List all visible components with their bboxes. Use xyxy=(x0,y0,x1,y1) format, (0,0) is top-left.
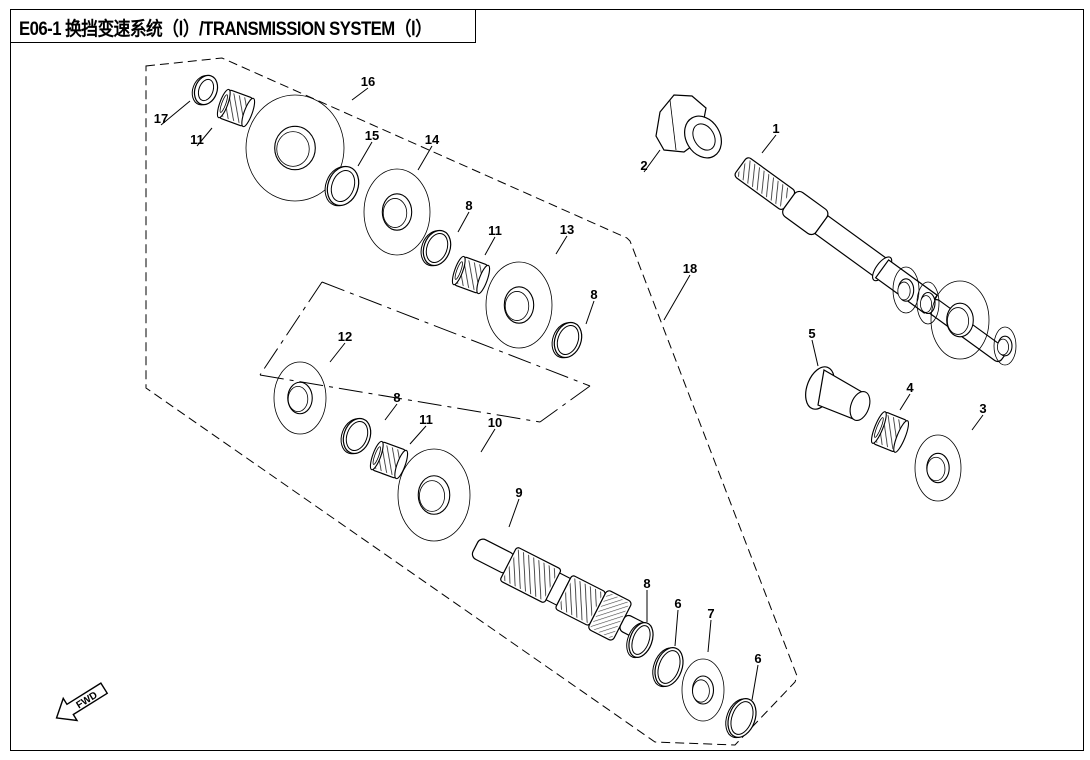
leader-line-6 xyxy=(751,664,759,701)
leader-line-11 xyxy=(196,127,213,147)
circlip-8-left xyxy=(340,417,372,455)
[object Object] xyxy=(364,169,431,256)
callout-15: 15 xyxy=(365,128,379,143)
leader-line-15 xyxy=(357,141,373,167)
subgroup-outline xyxy=(259,281,591,423)
[object Object] xyxy=(994,327,1017,366)
leader-line-17 xyxy=(160,100,191,126)
leader-line-2 xyxy=(643,149,661,173)
[object Object] xyxy=(246,95,345,202)
callout-11: 11 xyxy=(488,223,502,238)
callout-8: 8 xyxy=(590,287,597,302)
callout-1: 1 xyxy=(772,121,779,136)
leader-line-8 xyxy=(384,403,398,421)
leader-line-12 xyxy=(329,342,346,363)
callout-4: 4 xyxy=(906,380,914,395)
snap-ring-6-upper xyxy=(652,647,684,688)
diagram-frame xyxy=(10,9,1084,751)
circlip-8-right xyxy=(551,321,583,359)
circlip-8-upper xyxy=(420,229,452,267)
leader-line-11 xyxy=(409,425,427,445)
circlip-8-shaft xyxy=(626,622,654,659)
callout-12: 12 xyxy=(338,329,352,344)
leader-line-11 xyxy=(484,236,496,256)
[object Object] xyxy=(398,449,471,542)
shaft-9 xyxy=(471,538,647,641)
needle-bearing-4 xyxy=(870,411,910,453)
callout-5: 5 xyxy=(808,326,815,341)
[object Object] xyxy=(486,262,553,349)
leader-line-3 xyxy=(971,414,984,431)
[object Object] xyxy=(915,435,962,502)
callout-8: 8 xyxy=(643,576,650,591)
callout-8: 8 xyxy=(393,390,400,405)
fwd-arrow-icon: FWD xyxy=(55,682,109,722)
[object Object] xyxy=(917,282,940,325)
leader-lines xyxy=(160,87,984,701)
leader-line-10 xyxy=(480,428,496,453)
leader-line-1 xyxy=(761,134,777,154)
kit-boundary-outline xyxy=(145,57,798,746)
leader-line-8 xyxy=(457,211,470,233)
callout-16: 16 xyxy=(361,74,375,89)
leader-line-13 xyxy=(555,235,568,255)
callout-3: 3 xyxy=(979,401,986,416)
leader-line-14 xyxy=(417,145,433,171)
page-title: E06-1 换挡变速系统（Ⅰ）/TRANSMISSION SYSTEM（Ⅰ） xyxy=(19,19,432,40)
[object Object] xyxy=(893,267,920,314)
callout-14: 14 xyxy=(425,132,440,147)
parts-layer xyxy=(188,72,1017,739)
[object Object] xyxy=(274,362,327,435)
[object Object] xyxy=(931,281,990,360)
needle-bearing-11-mid xyxy=(451,255,491,295)
callout-11: 11 xyxy=(190,132,204,147)
leader-line-16 xyxy=(351,87,369,101)
needle-bearing-11-top xyxy=(216,88,256,128)
sleeve-5 xyxy=(805,366,871,421)
leader-line-7 xyxy=(707,619,712,653)
leader-line-4 xyxy=(899,393,911,411)
callout-9: 9 xyxy=(515,485,522,500)
leader-line-18 xyxy=(663,274,691,321)
nut-2 xyxy=(655,94,722,159)
callout-10: 10 xyxy=(488,415,502,430)
callout-7: 7 xyxy=(707,606,714,621)
callout-11: 11 xyxy=(419,412,433,427)
leader-line-9 xyxy=(508,498,520,528)
callout-6: 6 xyxy=(674,596,681,611)
shaft-1 xyxy=(734,157,1007,363)
[object Object] xyxy=(682,659,725,722)
callout-13: 13 xyxy=(560,222,574,237)
leader-line-6 xyxy=(674,609,679,647)
washer-15 xyxy=(324,165,360,207)
callout-18: 18 xyxy=(683,261,697,276)
thrust-washer-17 xyxy=(191,74,219,106)
callout-17: 17 xyxy=(154,111,168,126)
needle-bearing-11-low xyxy=(369,440,409,480)
title-box: E06-1 换挡变速系统（Ⅰ）/TRANSMISSION SYSTEM（Ⅰ） xyxy=(10,9,476,43)
leader-line-5 xyxy=(811,339,819,367)
leader-line-8 xyxy=(585,300,595,325)
snap-ring-6-lower xyxy=(725,698,757,739)
callout-2: 2 xyxy=(640,158,647,173)
callout-8: 8 xyxy=(465,198,472,213)
callout-6: 6 xyxy=(754,651,761,666)
